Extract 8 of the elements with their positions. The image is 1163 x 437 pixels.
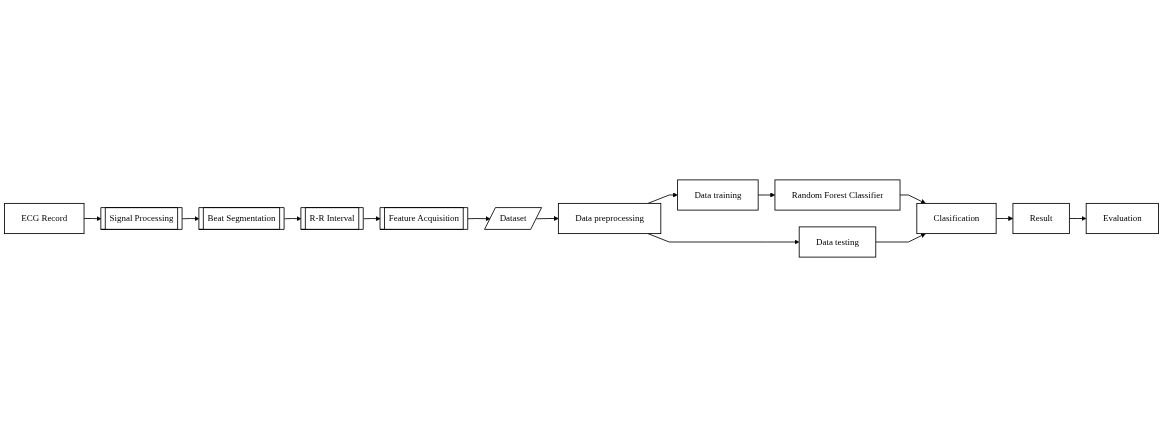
node-box: Data testing xyxy=(798,226,877,258)
node-box: ECG Record xyxy=(4,202,85,235)
node-box: Data training xyxy=(677,179,759,211)
node-box: Evaluation xyxy=(1085,202,1159,235)
node-box: Clasification xyxy=(916,202,997,235)
node-box: Result xyxy=(1012,202,1070,235)
node-box: Data preprocessing xyxy=(557,202,662,235)
node-box: Random Forest Classifier xyxy=(774,179,901,211)
